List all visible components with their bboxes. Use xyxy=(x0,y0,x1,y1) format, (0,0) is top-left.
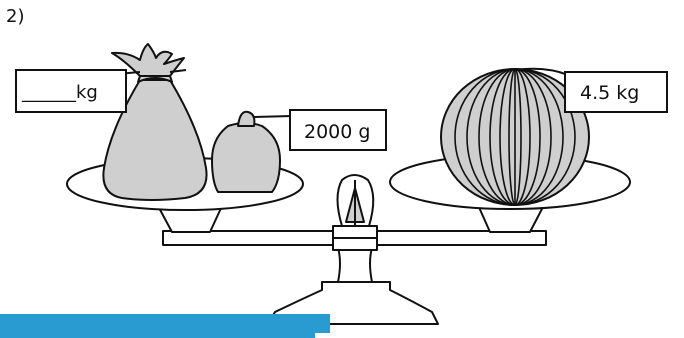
accent-bar-notch xyxy=(315,333,330,338)
answer-tag: ______kg xyxy=(16,70,126,112)
small-bag-knot xyxy=(238,112,254,126)
large-sack xyxy=(103,44,206,200)
small-bag-weight-label: 2000 g xyxy=(304,121,370,143)
problem-number: 2) xyxy=(6,6,24,27)
accent-bar xyxy=(0,314,330,338)
watermelon-tag: 4.5 kg xyxy=(565,72,667,112)
scale-neck xyxy=(338,248,372,282)
small-bag-body xyxy=(212,123,280,192)
watermelon-weight-label: 4.5 kg xyxy=(580,82,639,104)
small-bag-tag: 2000 g xyxy=(290,110,386,150)
small-bag-string xyxy=(254,116,292,117)
answer-tag-text: ______kg xyxy=(21,82,98,103)
